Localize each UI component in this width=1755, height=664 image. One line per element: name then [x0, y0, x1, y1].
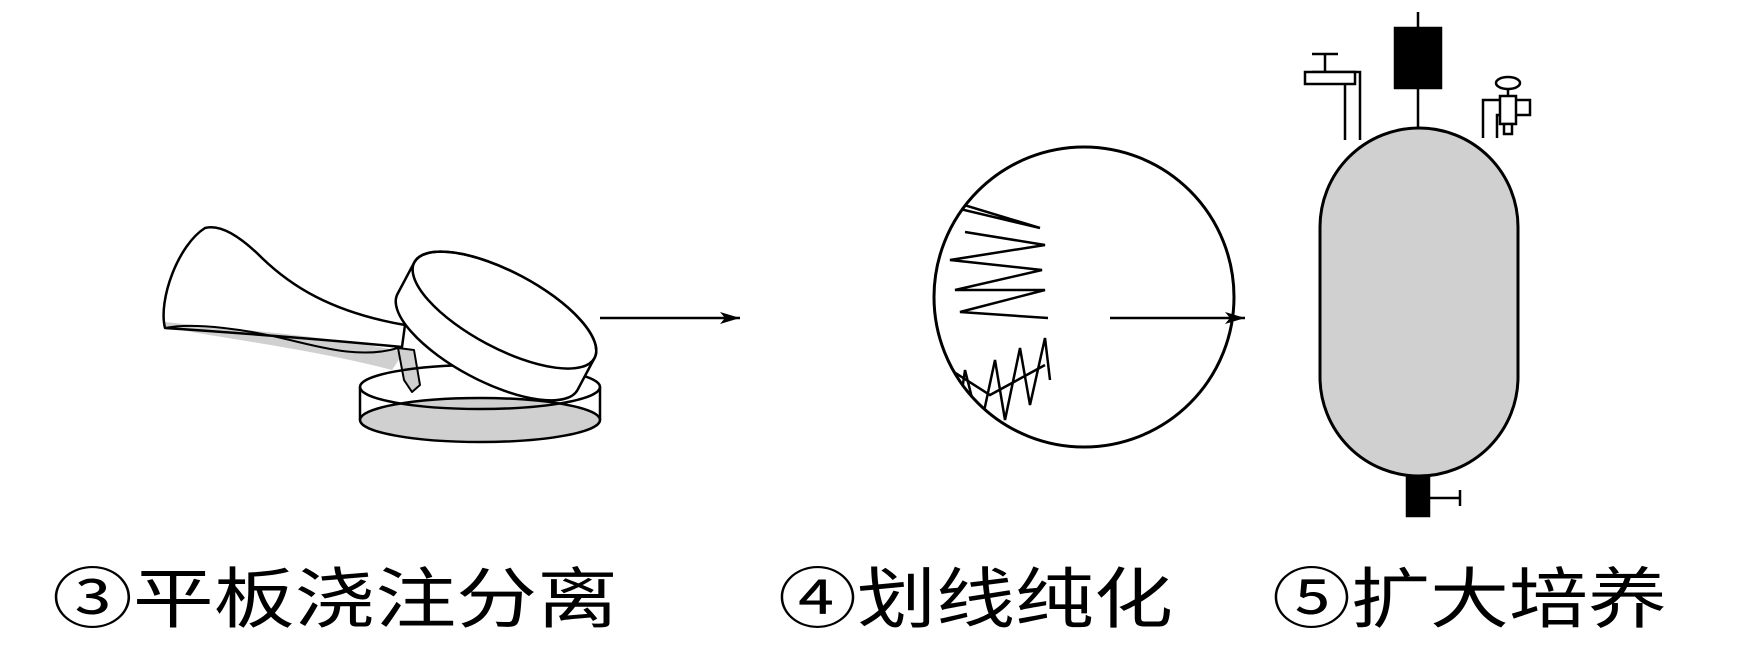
streak-line — [949, 230, 1049, 320]
flask-body — [162, 226, 407, 349]
step-3-label: ③平板浇注分离 — [52, 561, 618, 638]
streaked-plate-icon — [785, 145, 1236, 449]
streak-line — [934, 393, 936, 412]
motor-block — [1393, 26, 1443, 90]
dish-liquid — [358, 396, 602, 444]
plate-outline — [932, 145, 1236, 449]
outlet-pipe — [1481, 98, 1532, 138]
tank-body — [1318, 126, 1520, 478]
streak-line — [785, 290, 925, 350]
fermenter-tank-icon — [1303, 12, 1532, 518]
bottom-outlet — [1405, 474, 1431, 518]
dish-lid — [394, 250, 598, 402]
valve-handle — [1494, 75, 1522, 91]
streak-line — [934, 363, 961, 447]
streak-line — [953, 337, 1052, 441]
flask-liquid-surface — [164, 324, 399, 354]
flask-liquid — [164, 322, 404, 370]
flask-pouring-into-petri-dish-icon — [162, 226, 602, 444]
step-4-label: ④划线纯化 — [778, 561, 1173, 638]
streak-line — [790, 305, 820, 355]
step-5-label: ⑤扩大培养 — [1272, 561, 1667, 638]
streak-line — [934, 176, 1041, 230]
